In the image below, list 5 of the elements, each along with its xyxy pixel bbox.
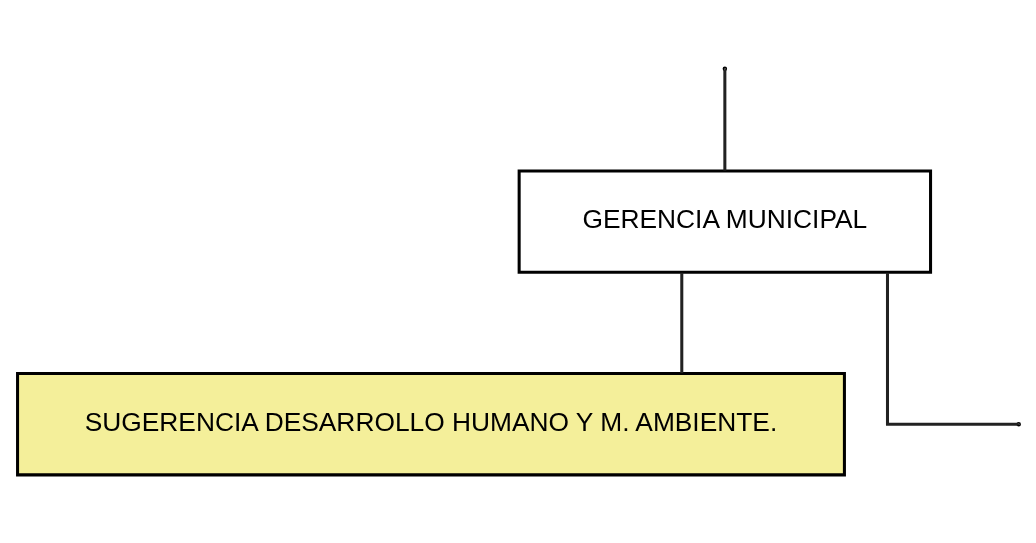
connector (679, 272, 683, 374)
node-box: SUGERENCIA DESARROLLO HUMANO Y M. AMBIENTE. (15, 372, 846, 477)
node-box: GERENCIA MUNICIPAL (517, 169, 932, 274)
connector (722, 69, 726, 171)
connector (885, 272, 1018, 426)
